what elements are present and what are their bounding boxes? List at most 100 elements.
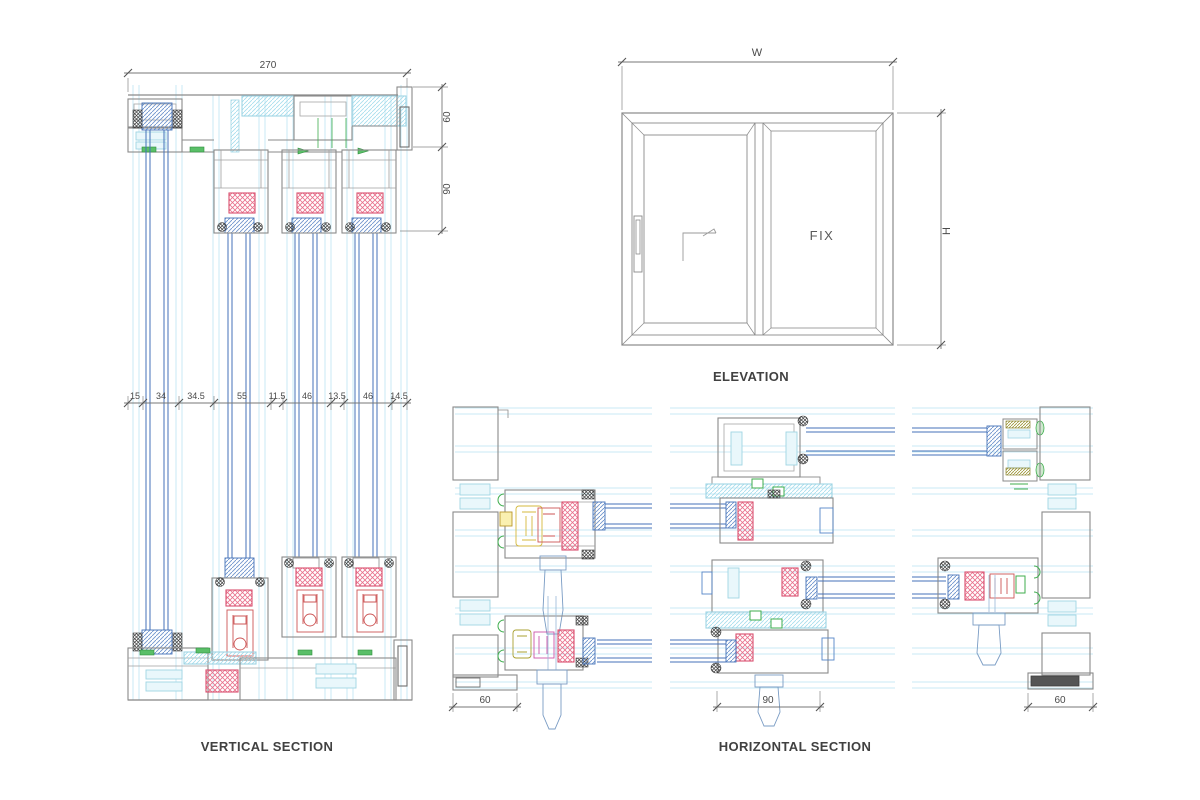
lock-mechanism-magenta <box>533 631 555 659</box>
sash-top-caps <box>213 149 397 234</box>
dim-head-60-90: 60 90 <box>400 82 453 236</box>
gaskets <box>497 619 505 663</box>
dim-left-60: 60 <box>448 693 522 712</box>
glass-pane-lines <box>294 233 318 557</box>
left-sash-lower <box>497 596 596 730</box>
head-green-glazing-lines <box>317 118 347 148</box>
roller-mechanism <box>356 589 384 633</box>
dim-chain-55: 55 <box>237 391 247 401</box>
thermal-break-pink <box>781 567 799 597</box>
gaskets <box>497 493 505 549</box>
seal-wedges <box>132 109 183 652</box>
gasket <box>1015 575 1026 594</box>
seal-wedge <box>581 549 595 560</box>
elevation-drawing: W FIX H ELEVATION <box>617 47 953 384</box>
dim-270-label: 270 <box>260 60 277 71</box>
lock-keep-yellow <box>499 511 513 527</box>
glass-end-bracket <box>947 574 960 600</box>
glass-pane-lines <box>354 233 378 557</box>
interlock-glass-band <box>818 576 946 599</box>
bottom-sash-2 <box>211 577 269 661</box>
left-jamb <box>452 406 518 691</box>
seal-wedge <box>767 489 781 499</box>
track-tab <box>821 637 835 661</box>
glass-end-bracket <box>725 639 737 663</box>
lock-mechanism-olive <box>512 629 532 659</box>
head-cyan-channels <box>135 131 167 150</box>
sill-cyan-channels <box>315 663 357 689</box>
handle-grip <box>539 555 567 635</box>
thermal-break-pink <box>735 633 754 662</box>
gaskets <box>1033 565 1041 605</box>
window-frame <box>621 112 894 346</box>
gasket-lines <box>1010 483 1028 490</box>
glass-end-bracket <box>725 501 737 529</box>
brush-seal <box>384 558 394 568</box>
roller-mechanism <box>226 609 254 657</box>
bottom-sash-3 <box>281 556 337 638</box>
glass-end-bracket <box>805 576 818 600</box>
track-tab <box>819 507 834 534</box>
glazing-block-cyan-b <box>351 95 407 127</box>
glass-unit-1 <box>132 102 183 655</box>
vertical-section-drawing: 270 60 90 15 34 34.5 55 11.5 46 13.5 46 … <box>123 60 453 754</box>
vertical-section-caption: VERTICAL SECTION <box>201 739 334 754</box>
fixed-panel <box>762 122 884 336</box>
sill-frame <box>127 639 413 701</box>
brush-seal <box>284 558 294 568</box>
horizontal-section-caption: HORIZONTAL SECTION <box>719 739 872 754</box>
dim-chain-46a: 46 <box>302 391 312 401</box>
dim-chain-13_5: 13.5 <box>328 391 346 401</box>
dim-60-label: 60 <box>442 111 453 123</box>
handle-shaft-lines <box>547 596 557 670</box>
glass-pane-lines <box>145 130 169 630</box>
cyan-channels <box>730 431 798 466</box>
glass-spacer-bottom <box>292 557 320 569</box>
jamb-cyan-channels <box>459 483 491 626</box>
dim-h-label: H <box>941 227 953 235</box>
lock-mechanism-red <box>989 573 1015 599</box>
brush-seal <box>710 662 722 674</box>
dim-chain-34: 34 <box>156 391 166 401</box>
dim-chain: 15 34 34.5 55 11.5 46 13.5 46 14.5 <box>123 391 412 410</box>
track-tab <box>701 571 713 595</box>
sash-cap-4 <box>341 149 397 234</box>
dim-right-60-label: 60 <box>1054 695 1066 706</box>
thermal-break-pink <box>205 669 239 693</box>
glass-end-bracket <box>582 637 596 665</box>
glass-spacer-top <box>351 217 382 234</box>
sill-end-cap <box>393 639 413 701</box>
mid-upper-assembly <box>705 415 834 544</box>
thermal-break-pink <box>228 192 256 214</box>
brush-seal <box>253 222 263 232</box>
brush-seal <box>255 577 265 587</box>
fixed-panel-label: FIX <box>810 228 835 243</box>
thermal-break-pink <box>296 192 324 214</box>
glass-unit-2 <box>224 217 255 579</box>
roller-mechanism <box>296 589 324 633</box>
dim-chain-46b: 46 <box>363 391 373 401</box>
thermal-break-pink <box>737 501 754 541</box>
brush-seal <box>939 560 951 572</box>
dim-overall-270: 270 <box>123 60 412 92</box>
seal-wedge <box>797 415 809 427</box>
bottom-sash-4 <box>341 556 397 638</box>
dim-mid-90-label: 90 <box>762 695 774 706</box>
thermal-break-pink <box>295 567 323 587</box>
thermal-break-pink <box>557 629 575 663</box>
brush-seal <box>215 577 225 587</box>
brush-seal <box>710 626 722 638</box>
dim-mid-90: 90 <box>712 691 825 712</box>
bottom-sashes <box>211 556 397 661</box>
sash-cap-3 <box>281 149 337 234</box>
dim-height-h: H <box>897 108 953 350</box>
sash-handle <box>633 215 643 273</box>
sash-cap-2 <box>213 149 269 234</box>
sill-gaskets <box>139 647 373 656</box>
seal-wedge <box>581 489 595 500</box>
sill-bar <box>452 674 518 691</box>
glass-pane-lines <box>227 233 251 558</box>
brush-seal <box>939 598 951 610</box>
dim-chain-14_5: 14.5 <box>390 391 408 401</box>
